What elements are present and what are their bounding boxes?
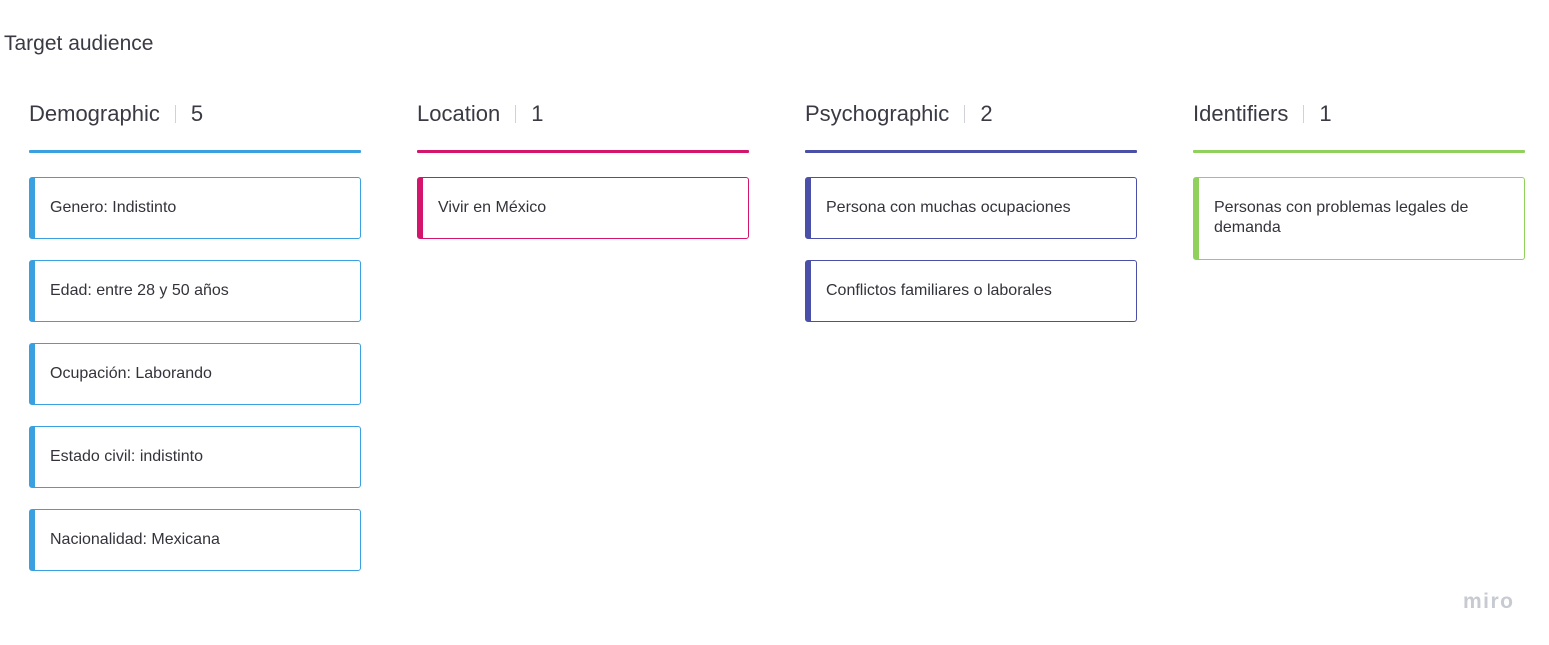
- column-header: Psychographic 2: [805, 96, 1137, 132]
- sticky-card[interactable]: Nacionalidad: Mexicana: [29, 509, 361, 571]
- column-demographic: Demographic 5 Genero: Indistinto Edad: e…: [29, 96, 361, 592]
- column-count: 5: [190, 101, 204, 126]
- sticky-card[interactable]: Ocupación: Laborando: [29, 343, 361, 405]
- column-title: Location: [417, 101, 501, 126]
- sticky-card[interactable]: Edad: entre 28 y 50 años: [29, 260, 361, 322]
- miro-logo: miro: [1463, 590, 1515, 613]
- column-separator: [174, 105, 176, 123]
- column-rule: [805, 150, 1137, 153]
- page-title: Target audience: [4, 32, 154, 55]
- column-rule: [29, 150, 361, 153]
- column-separator: [964, 105, 966, 123]
- column-rule: [417, 150, 749, 153]
- column-identifiers: Identifiers 1 Personas con problemas leg…: [1193, 96, 1525, 592]
- column-header: Demographic 5: [29, 96, 361, 132]
- sticky-card[interactable]: Conflictos familiares o laborales: [805, 260, 1137, 322]
- sticky-card[interactable]: Vivir en México: [417, 177, 749, 239]
- sticky-card[interactable]: Estado civil: indistinto: [29, 426, 361, 488]
- column-psychographic: Psychographic 2 Persona con muchas ocupa…: [805, 96, 1137, 592]
- column-header: Location 1: [417, 96, 749, 132]
- column-count: 1: [1319, 101, 1332, 126]
- column-separator: [515, 105, 517, 123]
- column-count: 2: [980, 101, 993, 126]
- column-header: Identifiers 1: [1193, 96, 1525, 132]
- column-title: Demographic: [29, 101, 160, 126]
- column-separator: [1303, 105, 1305, 123]
- column-location: Location 1 Vivir en México: [417, 96, 749, 592]
- column-rule: [1193, 150, 1525, 153]
- sticky-card[interactable]: Personas con problemas legales de demand…: [1193, 177, 1525, 260]
- column-title: Psychographic: [805, 101, 950, 126]
- column-count: 1: [531, 101, 544, 126]
- sticky-card[interactable]: Genero: Indistinto: [29, 177, 361, 239]
- audience-board: Demographic 5 Genero: Indistinto Edad: e…: [29, 96, 1525, 592]
- sticky-card[interactable]: Persona con muchas ocupaciones: [805, 177, 1137, 239]
- column-title: Identifiers: [1193, 101, 1289, 126]
